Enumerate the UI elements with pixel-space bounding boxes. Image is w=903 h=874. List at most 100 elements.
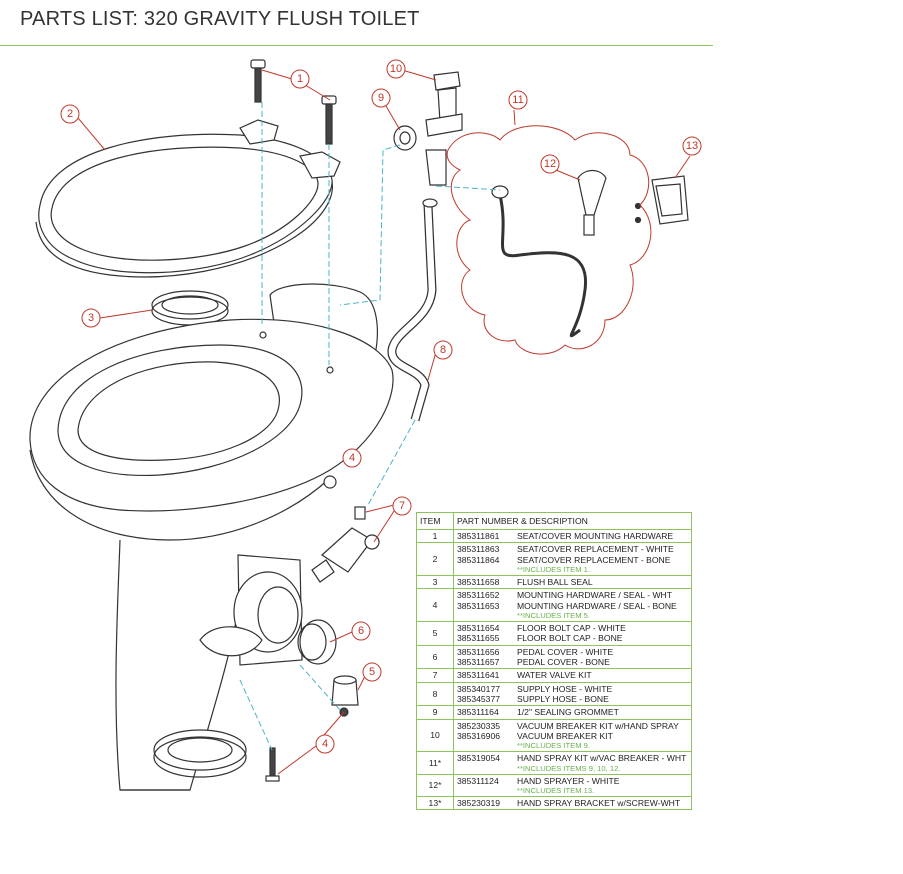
callout-7-label: 7 bbox=[399, 500, 405, 512]
part-description: SUPPLY HOSE - BONE bbox=[517, 693, 609, 704]
item-number: 8 bbox=[416, 681, 454, 707]
seat-bolt-right bbox=[321, 95, 337, 145]
callout-10: 10 bbox=[386, 59, 406, 79]
description-cell: 1/2" SEALING GROMMET bbox=[514, 705, 692, 720]
part-number: 385340177 bbox=[457, 683, 501, 694]
part-number-cell: 385311164 bbox=[453, 705, 514, 720]
header-item: ITEM bbox=[416, 512, 454, 530]
callout-13: 13 bbox=[682, 136, 702, 156]
callout-9-label: 9 bbox=[378, 92, 384, 104]
callout-12: 12 bbox=[540, 154, 560, 174]
description-cell: SEAT/COVER MOUNTING HARDWARE bbox=[514, 528, 692, 544]
part-description: MOUNTING HARDWARE / SEAL - BONE bbox=[517, 600, 677, 611]
callout-2-label: 2 bbox=[67, 108, 73, 120]
part-description: WATER VALVE KIT bbox=[517, 670, 592, 681]
item-number: 7 bbox=[416, 668, 454, 683]
part-description: HAND SPRAYER - WHITE bbox=[517, 775, 620, 786]
hand-spray-bracket bbox=[634, 175, 689, 225]
callout-11: 11 bbox=[508, 90, 528, 110]
item-number: 12* bbox=[416, 773, 454, 798]
part-description: FLOOR BOLT CAP - WHITE bbox=[517, 623, 626, 634]
item-number: 13* bbox=[416, 796, 454, 811]
part-number: 385311652 bbox=[457, 590, 500, 601]
part-number: 385311124 bbox=[457, 775, 499, 786]
includes-note: **INCLUDES ITEM 5. bbox=[517, 610, 591, 620]
callout-13-label: 13 bbox=[686, 140, 698, 152]
part-description: VACUUM BREAKER KIT bbox=[517, 730, 613, 741]
seat-cover bbox=[35, 119, 341, 278]
part-number-cell: 385311658 bbox=[453, 575, 514, 590]
part-number: 385311164 bbox=[457, 707, 499, 718]
item-number: 3 bbox=[416, 575, 454, 590]
alignment-lines bbox=[239, 102, 501, 751]
callout-4-upper: 4 bbox=[342, 448, 362, 468]
callout-8: 8 bbox=[433, 340, 453, 360]
part-description: HAND SPRAY BRACKET w/SCREW-WHT bbox=[517, 798, 681, 809]
item-number: 10 bbox=[416, 718, 454, 753]
callout-1: 1 bbox=[290, 69, 310, 89]
part-description: HAND SPRAY KIT w/VAC BREAKER - WHT bbox=[517, 753, 687, 764]
includes-note: **INCLUDES ITEM 9. bbox=[517, 741, 591, 751]
part-number-cell: 385230319 bbox=[453, 796, 514, 811]
description-cell: FLUSH BALL SEAL bbox=[514, 575, 692, 590]
part-number: 385230335 bbox=[457, 720, 501, 731]
description-cell: HAND SPRAY BRACKET w/SCREW-WHT bbox=[514, 796, 692, 811]
part-description: PEDAL COVER - BONE bbox=[517, 657, 610, 668]
seat-bolt-nut bbox=[323, 475, 337, 489]
callout-6: 6 bbox=[351, 621, 371, 641]
sealing-grommet bbox=[393, 125, 417, 151]
floor-bolt bbox=[265, 747, 280, 782]
part-number: 385311656 bbox=[457, 646, 500, 657]
part-number: 385311653 bbox=[457, 600, 500, 611]
part-number: 385311861 bbox=[457, 531, 500, 541]
callout-8-label: 8 bbox=[440, 344, 446, 356]
part-number: 385316906 bbox=[457, 730, 501, 741]
callout-7: 7 bbox=[392, 496, 412, 516]
callout-12-label: 12 bbox=[544, 158, 556, 170]
page-title: PARTS LIST: 320 GRAVITY FLUSH TOILET bbox=[20, 8, 420, 30]
part-number: 385319054 bbox=[457, 753, 501, 764]
part-number: 385311657 bbox=[457, 657, 500, 668]
part-number-cell: 385311861 bbox=[453, 528, 514, 544]
item-number: 2 bbox=[416, 542, 454, 577]
part-description: FLUSH BALL SEAL bbox=[517, 577, 593, 588]
vacuum-breaker bbox=[425, 71, 463, 186]
callout-3-label: 3 bbox=[88, 312, 94, 324]
item-number: 6 bbox=[416, 644, 454, 670]
description-cell: HAND SPRAYER - WHITE**INCLUDES ITEM 13. bbox=[514, 773, 692, 798]
water-valve bbox=[311, 506, 380, 583]
flush-ball-seal bbox=[151, 290, 229, 326]
part-description: SEAT/COVER REPLACEMENT - BONE bbox=[517, 554, 671, 565]
part-number: 385311641 bbox=[457, 670, 500, 681]
part-number-cell: 385311124 bbox=[453, 773, 514, 798]
part-description: MOUNTING HARDWARE / SEAL - WHT bbox=[517, 590, 673, 601]
header-part-description: PART NUMBER & DESCRIPTION bbox=[453, 512, 692, 530]
pedal-cover bbox=[297, 619, 337, 665]
item-number: 5 bbox=[416, 621, 454, 646]
title-rule bbox=[0, 45, 713, 46]
callout-9: 9 bbox=[371, 88, 391, 108]
callout-4: 4 bbox=[315, 734, 335, 754]
includes-note: **INCLUDES ITEM 1. bbox=[517, 564, 591, 574]
callout-11-label: 11 bbox=[512, 94, 523, 106]
callout-5-label: 5 bbox=[369, 666, 375, 678]
part-description: FLOOR BOLT CAP - BONE bbox=[517, 633, 623, 644]
description-cell: WATER VALVE KIT bbox=[514, 668, 692, 683]
part-number: 385311658 bbox=[457, 577, 500, 588]
part-description: SUPPLY HOSE - WHITE bbox=[517, 683, 613, 694]
